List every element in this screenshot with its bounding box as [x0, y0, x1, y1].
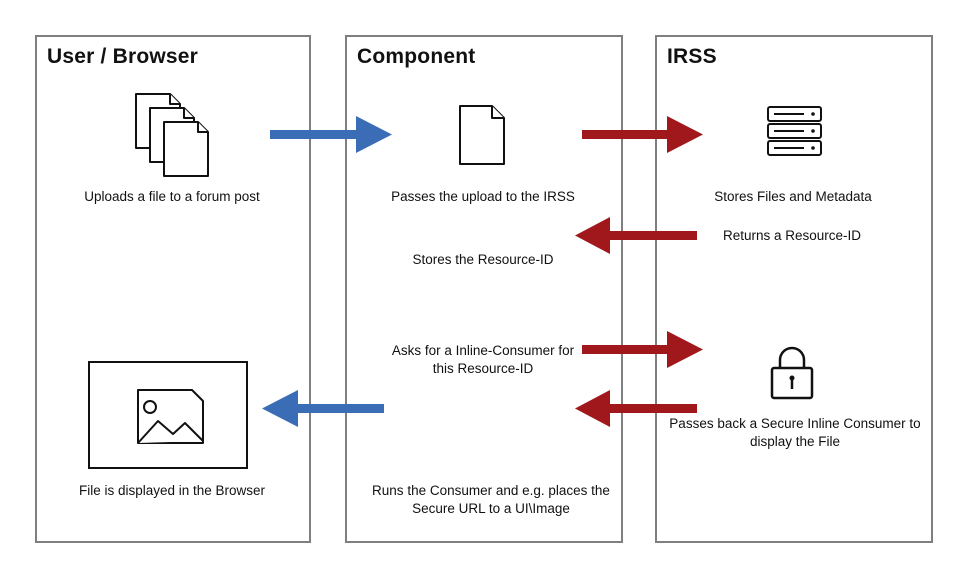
irss-panel: IRSS — [655, 35, 933, 543]
label-passes-upload: Passes the upload to the IRSS — [391, 189, 575, 204]
label-passes-back: Passes back a Secure Inline Consumer to … — [669, 415, 920, 451]
user-browser-panel: User / Browser — [35, 35, 311, 543]
label-asks-line-2: this Resource-ID — [432, 361, 534, 376]
label-stores-id: Stores the Resource-ID — [412, 252, 554, 267]
label-uploads: Uploads a file to a forum post — [84, 189, 260, 204]
label-runs-consumer: Runs the Consumer and e.g. places the Se… — [372, 482, 610, 518]
component-panel: Component — [345, 35, 623, 543]
label-runs-line-1: Runs the Consumer and e.g. places the — [372, 483, 610, 498]
panel-title-user-browser: User / Browser — [47, 45, 199, 68]
label-passes-back-line-2: display the File — [749, 434, 841, 449]
label-asks-line-1: Asks for a Inline-Consumer for — [391, 343, 575, 358]
panel-title-component: Component — [357, 45, 476, 68]
panel-title-irss: IRSS — [667, 45, 717, 68]
label-runs-line-2: Secure URL to a UI\Image — [412, 501, 570, 516]
label-passes-back-line-1: Passes back a Secure Inline Consumer to — [669, 416, 921, 431]
label-asks-inline-consumer: Asks for a Inline-Consumer for this Reso… — [392, 342, 574, 378]
label-stores-files: Stores Files and Metadata — [714, 189, 872, 204]
label-returns-id: Returns a Resource-ID — [722, 228, 862, 243]
label-file-displayed: File is displayed in the Browser — [78, 483, 266, 498]
